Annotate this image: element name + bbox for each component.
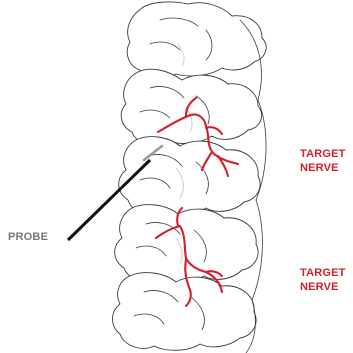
- target-nerve-label-line-2: NERVE: [300, 161, 346, 175]
- probe-label-text: PROBE: [8, 230, 48, 244]
- target-nerve-label-upper: TARGET NERVE: [300, 147, 346, 175]
- vertebra-5: [113, 273, 257, 351]
- vertebra-3: [119, 137, 260, 215]
- target-nerve-label-line-2: NERVE: [300, 280, 346, 294]
- target-nerve-label-line-1: TARGET: [300, 266, 346, 280]
- probe-label: PROBE: [8, 230, 48, 244]
- vertebra-2: [121, 69, 261, 144]
- target-nerve-label-lower: TARGET NERVE: [300, 266, 346, 294]
- vertebra-1: [127, 2, 266, 79]
- target-nerve-label-line-1: TARGET: [300, 147, 346, 161]
